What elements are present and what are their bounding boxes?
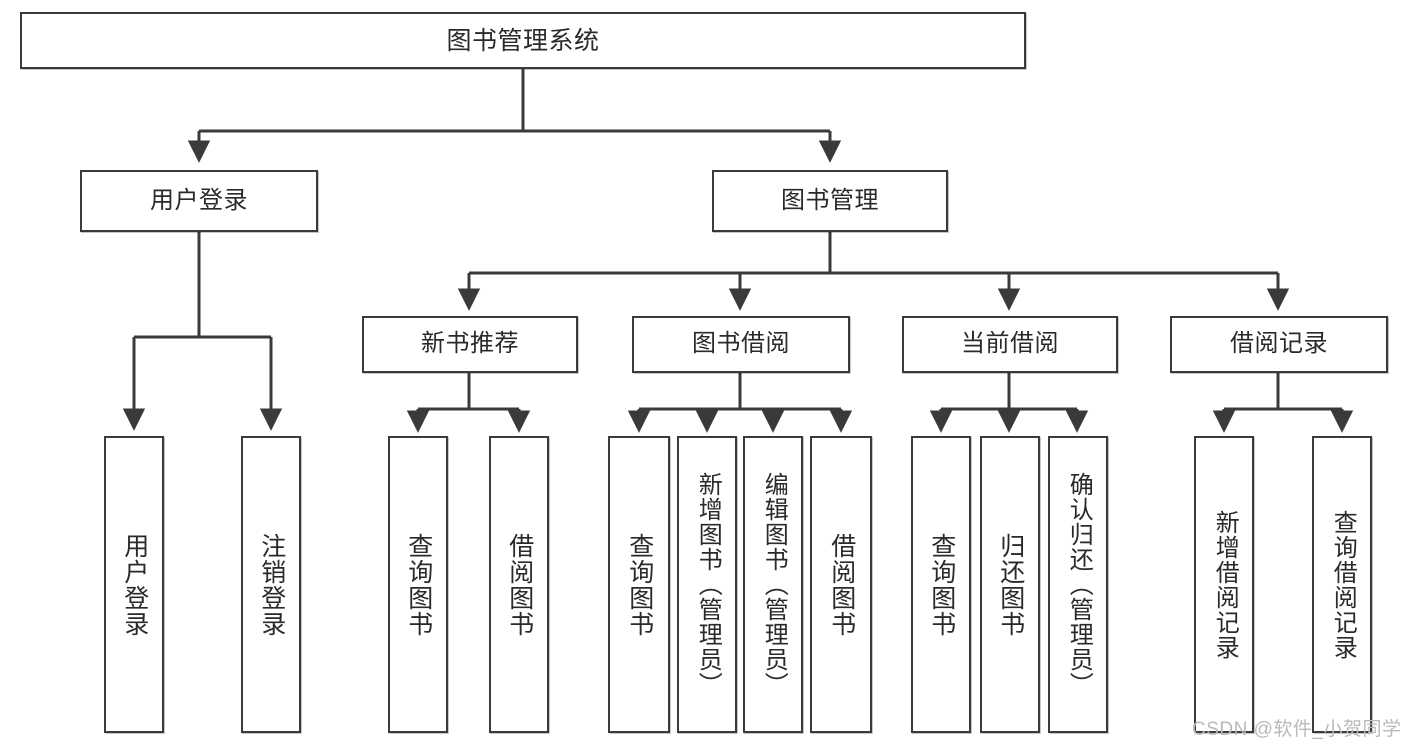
leaf-user-logout[interactable]: 注销登录: [241, 436, 301, 733]
leaf-current-return-book-label: 归还图书: [996, 532, 1025, 637]
node-root[interactable]: 图书管理系统: [20, 12, 1026, 69]
node-current-borrow[interactable]: 当前借阅: [902, 316, 1118, 373]
node-book-borrow-label: 图书借阅: [692, 330, 790, 358]
node-book-management-label: 图书管理: [781, 186, 879, 214]
leaf-user-logout-label: 注销登录: [257, 532, 286, 637]
leaf-borrow-borrow-book[interactable]: 借阅图书: [810, 436, 872, 733]
leaf-newbook-query-book[interactable]: 查询图书: [388, 436, 448, 733]
leaf-current-query-book[interactable]: 查询图书: [911, 436, 971, 733]
leaf-current-confirm-return-label: 确认归还（管理员）: [1065, 472, 1093, 697]
csdn-watermark: CSDN @软件_小贺同学: [1192, 719, 1402, 740]
node-borrow-record-label: 借阅记录: [1230, 330, 1328, 358]
leaf-borrow-add-book[interactable]: 新增图书（管理员）: [677, 436, 737, 733]
leaf-current-confirm-return[interactable]: 确认归还（管理员）: [1048, 436, 1108, 733]
leaf-borrow-edit-book[interactable]: 编辑图书（管理员）: [743, 436, 803, 733]
node-borrow-record[interactable]: 借阅记录: [1170, 316, 1388, 373]
node-current-borrow-label: 当前借阅: [961, 330, 1059, 358]
leaf-record-query-record[interactable]: 查询借阅记录: [1312, 436, 1372, 733]
node-root-label: 图书管理系统: [446, 26, 600, 55]
leaf-record-add-record[interactable]: 新增借阅记录: [1194, 436, 1254, 733]
leaf-borrow-borrow-book-label: 借阅图书: [827, 532, 856, 637]
leaf-current-return-book[interactable]: 归还图书: [980, 436, 1040, 733]
node-new-book-recommend[interactable]: 新书推荐: [362, 316, 578, 373]
leaf-user-login[interactable]: 用户登录: [104, 436, 164, 733]
node-user-login-label: 用户登录: [150, 186, 248, 214]
node-book-management[interactable]: 图书管理: [712, 170, 948, 232]
leaf-user-login-label: 用户登录: [120, 532, 149, 637]
leaf-current-query-book-label: 查询图书: [927, 532, 956, 637]
leaf-record-query-record-label: 查询借阅记录: [1329, 509, 1357, 660]
leaf-borrow-query-book[interactable]: 查询图书: [608, 436, 670, 733]
leaf-newbook-borrow-book[interactable]: 借阅图书: [489, 436, 549, 733]
leaf-borrow-add-book-label: 新增图书（管理员）: [694, 472, 722, 697]
leaf-borrow-edit-book-label: 编辑图书（管理员）: [760, 472, 788, 697]
leaf-newbook-query-book-label: 查询图书: [404, 532, 433, 637]
leaf-newbook-borrow-book-label: 借阅图书: [505, 532, 534, 637]
leaf-borrow-query-book-label: 查询图书: [625, 532, 654, 637]
leaf-record-add-record-label: 新增借阅记录: [1211, 509, 1239, 660]
node-user-login[interactable]: 用户登录: [80, 170, 318, 232]
node-new-book-recommend-label: 新书推荐: [421, 330, 519, 358]
node-book-borrow[interactable]: 图书借阅: [632, 316, 850, 373]
